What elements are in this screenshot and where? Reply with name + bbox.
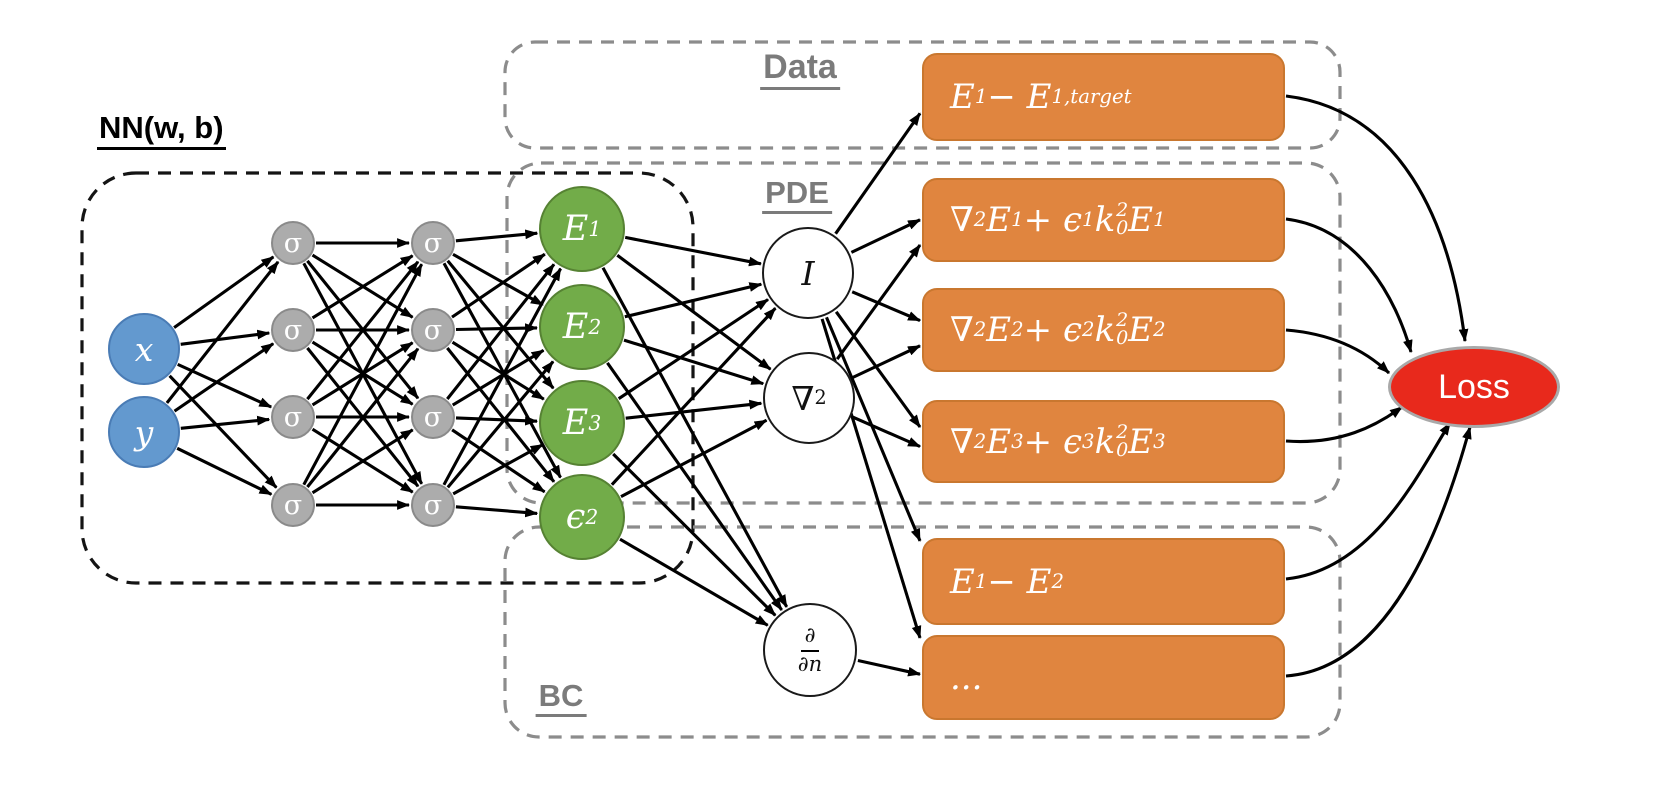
loss-edge-b2 <box>1285 217 1413 354</box>
node-ddn: ∂∂n <box>763 603 857 697</box>
group-box-data <box>503 40 1342 150</box>
loss-edge-b1 <box>1285 94 1469 343</box>
group-box-bc <box>503 525 1342 739</box>
loss-edge-b4 <box>1285 405 1403 444</box>
group-box-nn <box>80 171 695 585</box>
node-h24: σ <box>411 483 455 527</box>
node-h14: σ <box>271 483 315 527</box>
pde-group-label: PDE <box>762 176 832 214</box>
node-h22: σ <box>411 308 455 352</box>
node-h23: σ <box>411 395 455 439</box>
loss-edge-b3 <box>1285 328 1391 375</box>
node-h13: σ <box>271 395 315 439</box>
nn-group-label: NN(w, b) <box>97 111 226 150</box>
data-group-label: Data <box>760 49 840 90</box>
node-y: y <box>108 396 180 468</box>
loss-edge-b5 <box>1285 422 1452 581</box>
loss-node: Loss <box>1388 346 1560 428</box>
node-h21: σ <box>411 221 455 265</box>
node-I: I <box>762 227 854 319</box>
node-x: x <box>108 313 180 385</box>
bc-group-label: BC <box>535 679 587 717</box>
residual-box-b6: ... <box>922 635 1285 720</box>
node-h12: σ <box>271 308 315 352</box>
loss-edge-b6 <box>1285 425 1472 678</box>
node-lap: ∇2 <box>763 352 855 444</box>
node-h11: σ <box>271 221 315 265</box>
